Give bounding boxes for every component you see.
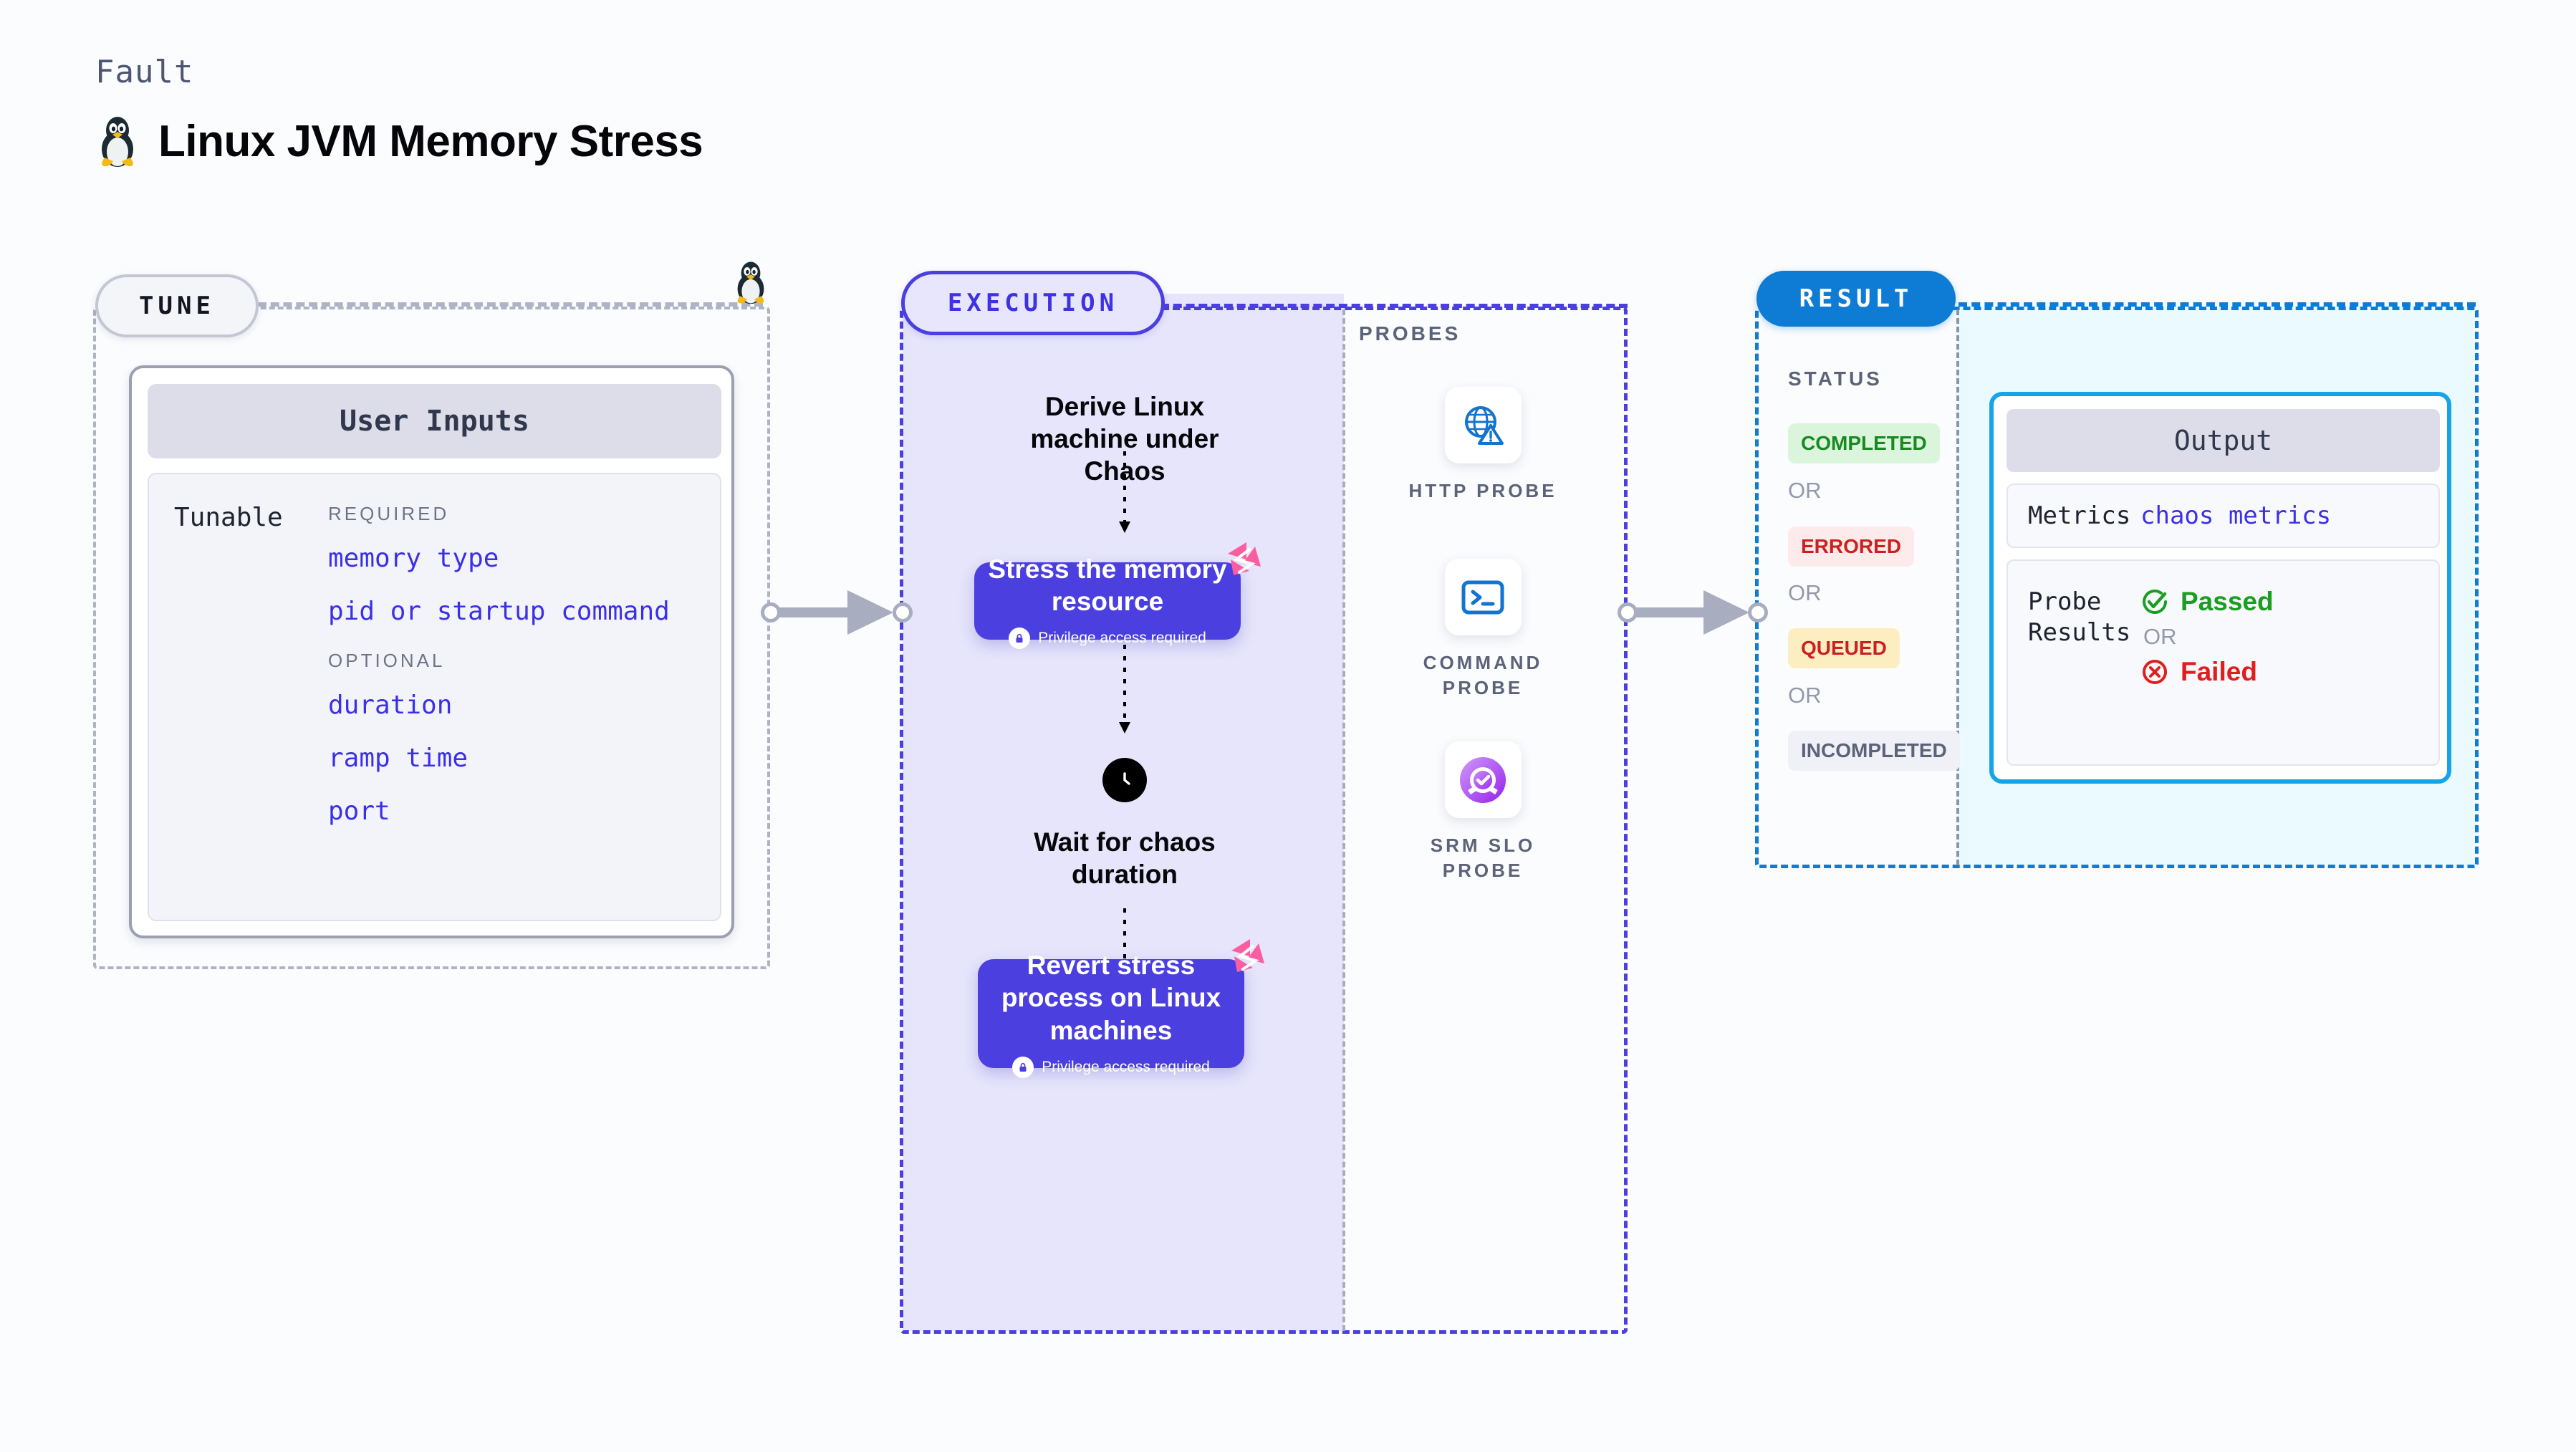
connector-dot-tune [761, 602, 781, 622]
linux-penguin-corner-icon [732, 260, 769, 308]
status-or-2: OR [1788, 580, 1822, 605]
connector-dot-result [1748, 602, 1768, 622]
output-card: Output Metrics chaos metrics Probe Resul… [1989, 392, 2451, 784]
connector-probes-to-result [1632, 590, 1749, 635]
lock-icon [1012, 1056, 1034, 1078]
x-circle-icon [2143, 660, 2167, 684]
probe-http[interactable]: HTTP PROBE [1397, 387, 1569, 504]
status-badge-completed: COMPLETED [1788, 423, 1940, 463]
harness-logo-icon [1218, 538, 1265, 586]
probe-label: SRM SLO PROBE [1430, 835, 1536, 882]
tunable-item[interactable]: duration [328, 691, 453, 720]
metrics-row: Metrics chaos metrics [2007, 484, 2440, 548]
tune-top-dashed-line [258, 302, 763, 307]
flow-arrow-2 [1119, 645, 1130, 734]
probe-result-failed: Failed [2140, 657, 2438, 687]
check-circle-icon [2143, 590, 2167, 614]
terminal-icon [1444, 559, 1522, 635]
tunable-item[interactable]: port [328, 797, 390, 826]
tunable-label: Tunable [174, 503, 283, 532]
harness-logo-icon [1221, 935, 1269, 983]
execution-action-stress[interactable]: Stress the memory resource Privilege acc… [974, 542, 1261, 650]
flow-step-derive: Derive Linux machine under Chaos [1030, 392, 1219, 486]
failed-label: Failed [2181, 657, 2257, 686]
linux-penguin-icon [95, 115, 140, 168]
passed-label: Passed [2181, 587, 2274, 616]
execution-probes-panel [900, 307, 1628, 1334]
metrics-key: Metrics [2028, 501, 2131, 530]
lock-icon [1009, 628, 1031, 650]
tunable-item[interactable]: memory type [328, 544, 499, 573]
status-badge-queued: QUEUED [1788, 628, 1900, 668]
flow-arrow-1 [1119, 451, 1130, 533]
probe-label: COMMAND PROBE [1423, 652, 1543, 699]
status-badge-errored: ERRORED [1788, 527, 1915, 567]
globe-warning-icon [1444, 387, 1522, 463]
tunable-body: Tunable REQUIRED memory type pid or star… [148, 473, 721, 921]
probe-results-row: Probe Results Passed OR Failed [2007, 559, 2440, 766]
connector-dot-execution [893, 602, 913, 622]
status-badge-incompleted: INCOMPLETED [1788, 731, 1960, 771]
group-title-optional: OPTIONAL [328, 650, 446, 671]
status-title: STATUS [1788, 367, 1883, 390]
action-title: Revert stress process on Linux machines [1001, 951, 1221, 1045]
group-title-required: REQUIRED [328, 503, 450, 524]
privilege-note: Privilege access required [1009, 628, 1206, 650]
metrics-value[interactable]: chaos metrics [2140, 501, 2332, 530]
tunable-item[interactable]: ramp time [328, 744, 468, 773]
result-top-dashed-line [1959, 302, 2476, 307]
tune-panel [93, 307, 770, 969]
tunable-list: REQUIRED memory type pid or startup comm… [328, 474, 720, 920]
privilege-label: Privilege access required [1038, 630, 1206, 647]
status-or-3: OR [1788, 683, 1822, 708]
connector-tune-to-execution [776, 590, 893, 635]
result-panel [1755, 307, 2479, 868]
tune-pill-label: TUNE [95, 274, 259, 337]
flow-step-wait: Wait for chaos duration [1034, 827, 1216, 890]
probe-results-key: Probe Results [2028, 587, 2131, 647]
page-kicker: Fault [95, 54, 194, 90]
output-title: Output [2007, 409, 2440, 472]
page-title: Linux JVM Memory Stress [158, 116, 703, 166]
privilege-note: Privilege access required [1012, 1056, 1210, 1078]
probes-title: PROBES [1359, 322, 1461, 345]
clock-icon [1102, 758, 1147, 802]
srm-slo-donut-icon [1444, 741, 1522, 818]
connector-dot-probes [1618, 602, 1638, 622]
page-title-row: Linux JVM Memory Stress [95, 115, 703, 168]
tunable-item[interactable]: pid or startup command [328, 597, 670, 626]
probe-srm-slo[interactable]: SRM SLO PROBE [1397, 741, 1569, 883]
execution-top-dashed-line [1160, 304, 1628, 308]
execution-action-revert[interactable]: Revert stress process on Linux machines … [978, 939, 1264, 1078]
execution-pill-label: EXECUTION [901, 271, 1165, 335]
action-title: Stress the memory resource [988, 554, 1227, 616]
result-output-divider [1956, 309, 1959, 865]
user-inputs-title: User Inputs [148, 384, 721, 458]
execution-probes-divider [1342, 309, 1345, 1331]
probe-result-passed: Passed [2140, 587, 2438, 617]
probe-result-or: OR [2143, 624, 2177, 649]
probe-command[interactable]: COMMAND PROBE [1397, 559, 1569, 701]
probe-results-values: Passed OR Failed [2140, 587, 2438, 764]
status-or-1: OR [1788, 478, 1822, 503]
probe-label: HTTP PROBE [1408, 480, 1557, 501]
user-inputs-card: User Inputs Tunable REQUIRED memory type… [129, 365, 734, 938]
privilege-label: Privilege access required [1042, 1058, 1210, 1075]
result-pill-label: RESULT [1756, 271, 1956, 327]
